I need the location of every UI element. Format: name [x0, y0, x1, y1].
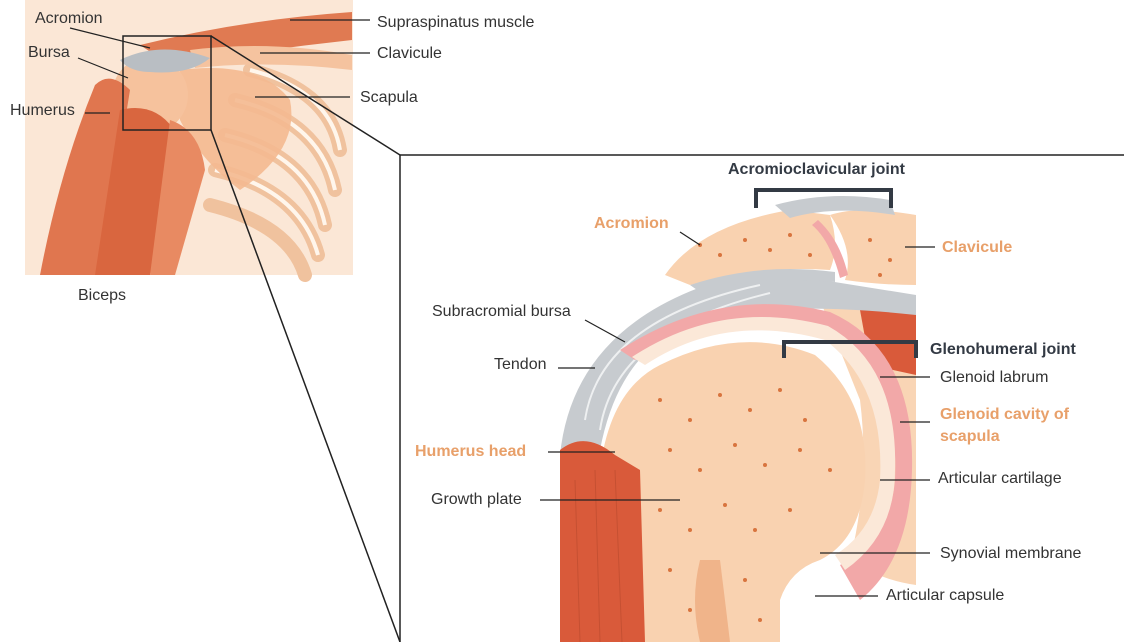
joint-title-glenohumeral: Glenohumeral joint	[930, 341, 1076, 359]
overview-label-bursa: Bursa	[28, 44, 70, 62]
overview-label-acromion: Acromion	[35, 10, 103, 28]
joint-title-acromioclavicular: Acromioclavicular joint	[728, 161, 905, 179]
overview-label-supraspinatus: Supraspinatus muscle	[377, 14, 534, 32]
overview-label-biceps: Biceps	[78, 287, 126, 305]
detail-label-subacromial-bursa: Subracromial bursa	[432, 303, 571, 321]
detail-label-articular-capsule: Articular capsule	[886, 587, 1004, 605]
overview-label-scapula: Scapula	[360, 89, 418, 107]
detail-label-synovial-membrane: Synovial membrane	[940, 545, 1081, 563]
detail-label-glenoid-cavity-line2: scapula	[940, 428, 1000, 446]
biceps-tendon-muscle	[560, 441, 645, 642]
detail-label-clavicule: Clavicule	[942, 239, 1012, 257]
overview-label-clavicule: Clavicule	[377, 45, 442, 63]
detail-label-glenoid-cavity-line1: Glenoid cavity of	[940, 406, 1069, 424]
detail-panel	[400, 155, 1124, 642]
detail-label-humerus-head: Humerus head	[415, 443, 526, 461]
overview-illustration	[25, 0, 353, 275]
overview-label-humerus: Humerus	[10, 102, 75, 120]
detail-label-articular-cartilage: Articular cartilage	[938, 470, 1062, 488]
detail-label-growth-plate: Growth plate	[431, 491, 522, 509]
detail-label-acromion: Acromion	[594, 215, 669, 233]
detail-label-glenoid-labrum: Glenoid labrum	[940, 369, 1049, 387]
detail-label-tendon: Tendon	[494, 356, 547, 374]
